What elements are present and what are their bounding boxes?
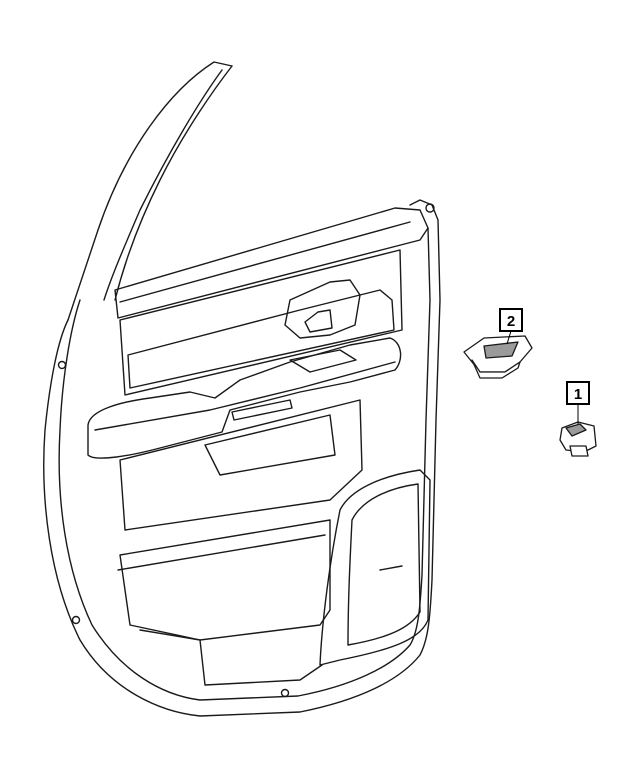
- bezel-opening: [483, 341, 519, 359]
- trim-top-rail-line: [119, 221, 411, 303]
- fastener-lower-left: [71, 615, 81, 625]
- bezel-base: [471, 359, 521, 379]
- armrest-top: [94, 361, 396, 431]
- window-frame-outer: [67, 61, 233, 321]
- window-frame-mid: [103, 69, 223, 301]
- switch-rocker: [565, 423, 587, 437]
- map-pocket-rim: [117, 534, 326, 571]
- map-pocket: [119, 519, 331, 641]
- callout-1: 1: [566, 381, 590, 424]
- callout-label-1: 1: [574, 386, 582, 403]
- leader-line-2: [506, 330, 512, 345]
- callout-label-2: 2: [507, 313, 515, 330]
- callout-2: 2: [499, 308, 523, 345]
- pull-cup: [204, 414, 336, 476]
- speaker-cover: [319, 469, 431, 666]
- armrest: [87, 337, 402, 459]
- switch-recess: [289, 349, 357, 373]
- window-switch-part: [559, 421, 597, 457]
- speaker-badge: [379, 565, 403, 571]
- door-shell-inner: [58, 227, 431, 701]
- trim-top-rail: [114, 207, 429, 319]
- fastener-top: [425, 203, 435, 213]
- fastener-bottom: [280, 688, 290, 698]
- door-shell-outer: [43, 199, 441, 717]
- switch-connector: [569, 445, 589, 457]
- window-frame-inner: [114, 65, 233, 301]
- upper-panel-inset: [127, 289, 395, 389]
- map-pocket-floor: [139, 629, 323, 686]
- fastener-left: [57, 360, 67, 370]
- speaker-cover-inner: [347, 483, 421, 646]
- upper-panel: [119, 249, 403, 396]
- armrest-slot: [231, 399, 293, 421]
- door-trim-panel: [43, 61, 441, 717]
- switch-bezel-part: [463, 335, 533, 379]
- handle-pocket: [284, 279, 361, 339]
- handle-lever: [304, 309, 333, 333]
- lower-panel: [119, 399, 363, 531]
